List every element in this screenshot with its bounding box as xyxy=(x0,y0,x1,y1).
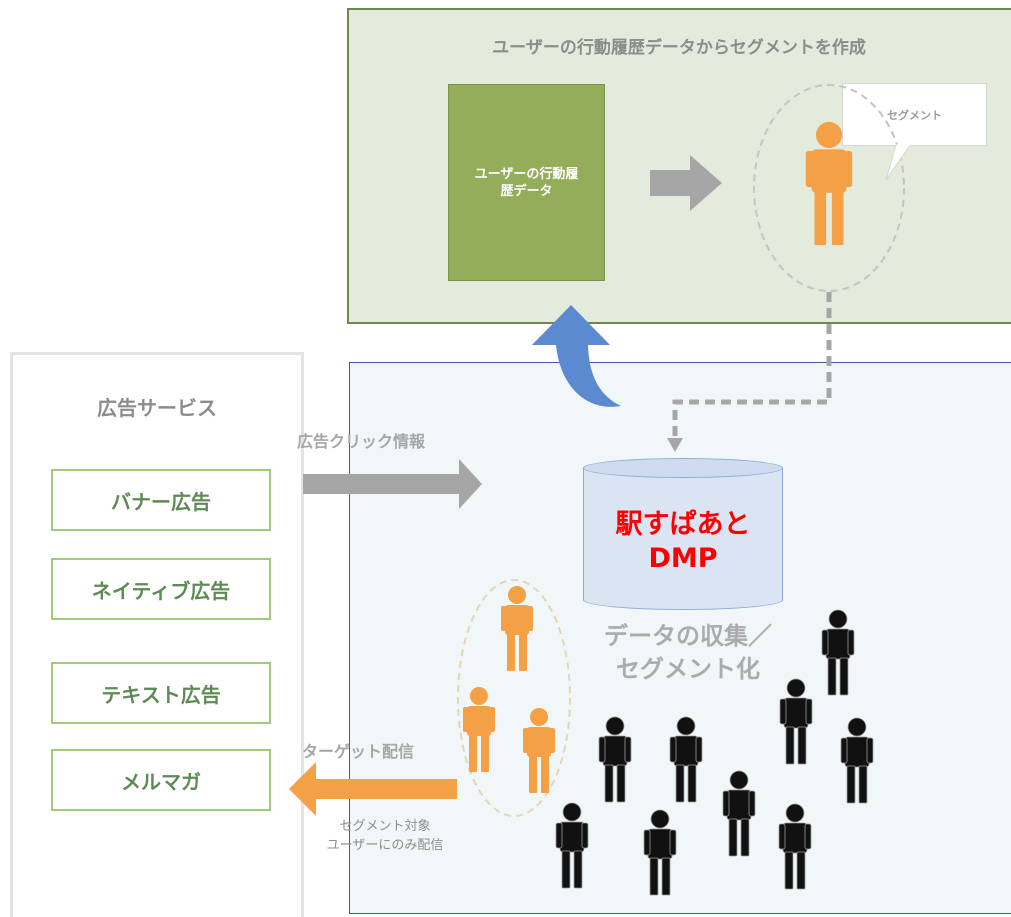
target-note-line2: ユーザーにのみ配信 xyxy=(326,838,444,853)
segment-person-icon xyxy=(805,121,853,246)
text-ad-item: テキスト広告 xyxy=(51,662,271,724)
speech-bubble-tail xyxy=(885,144,911,181)
segment-to-dmp-connector xyxy=(672,292,832,440)
process-arrow xyxy=(650,155,722,211)
dmp-database-body xyxy=(583,468,783,610)
target-person-icon xyxy=(523,708,555,793)
behavior-history-label: ユーザーの行動履 歴データ xyxy=(474,166,579,199)
collection-line1: データの収集／ xyxy=(604,622,772,650)
dmp-label-line1: 駅すぱあと xyxy=(615,509,751,540)
dmp-panel xyxy=(349,362,1011,914)
ad-service-title: 広告サービス xyxy=(97,396,217,420)
target-delivery-arrow xyxy=(289,762,457,816)
native-ad-item: ネイティブ広告 xyxy=(51,558,271,620)
dmp-label: 駅すぱあと DMP xyxy=(583,508,783,576)
segment-group-outline xyxy=(753,84,905,292)
ad-service-panel xyxy=(10,352,304,917)
target-delivery-note: セグメント対象 ユーザーにのみ配信 xyxy=(270,817,500,855)
dmp-database-top xyxy=(583,458,783,478)
segment-bubble-label: セグメント xyxy=(887,108,942,122)
segment-speech-bubble: セグメント xyxy=(842,83,987,146)
ad-click-arrow xyxy=(303,459,482,509)
banner-ad-item: バナー広告 xyxy=(51,469,271,531)
target-note-line1: セグメント対象 xyxy=(339,819,431,834)
collection-line2: セグメント化 xyxy=(616,655,760,683)
target-delivery-label: ターゲット配信 xyxy=(302,742,415,761)
behavior-history-box: ユーザーの行動履 歴データ xyxy=(448,84,605,281)
dmp-label-line2: DMP xyxy=(648,543,718,574)
target-group-outline xyxy=(457,579,571,817)
target-person-icon xyxy=(501,586,533,671)
segment-creation-title: ユーザーの行動履歴データからセグメントを作成 xyxy=(492,38,866,58)
upload-curve-arrow xyxy=(532,305,621,407)
mail-magazine-item: メルマガ xyxy=(51,749,271,811)
target-person-icon xyxy=(463,687,495,772)
connector-arrowhead xyxy=(667,438,683,452)
ad-click-label: 広告クリック情報 xyxy=(297,432,426,451)
data-collection-label: データの収集／ セグメント化 xyxy=(568,620,808,686)
